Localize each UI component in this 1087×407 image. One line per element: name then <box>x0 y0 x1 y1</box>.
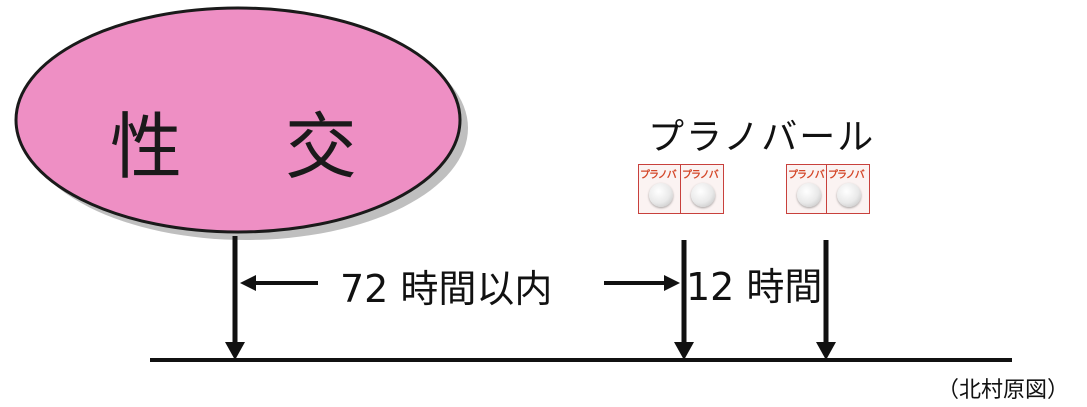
interval-12h-label: 12 時間 <box>686 265 823 309</box>
pack-label: プラノバ <box>828 170 865 181</box>
pack-label: プラノバ <box>640 170 677 181</box>
second-dose-arrowhead <box>816 342 836 360</box>
intercourse-arrowhead <box>225 342 245 360</box>
pill-pack-image: プラノバ <box>638 164 682 214</box>
pill-icon <box>797 183 821 207</box>
interval-72h-label: 72 時間以内 <box>340 267 553 311</box>
pack-label: プラノバ <box>682 170 719 181</box>
intercourse-ellipse <box>14 6 462 234</box>
pill-icon <box>649 183 673 207</box>
pill-pack-image: プラノバ <box>680 164 724 214</box>
pill-icon <box>691 183 715 207</box>
pack-label: プラノバ <box>788 170 825 181</box>
figure-credit: （北村原図） <box>936 378 1069 403</box>
drug-name-label: プラノバール <box>648 117 876 158</box>
span-right-arrowhead <box>664 275 680 291</box>
pill-pack-image: プラノバ <box>826 164 870 214</box>
first-dose-arrowhead <box>674 342 694 360</box>
span-left-arrowhead <box>240 275 256 291</box>
pill-pack-image: プラノバ <box>786 164 830 214</box>
intercourse-label: 性 交 <box>110 105 397 189</box>
pill-icon <box>837 183 861 207</box>
